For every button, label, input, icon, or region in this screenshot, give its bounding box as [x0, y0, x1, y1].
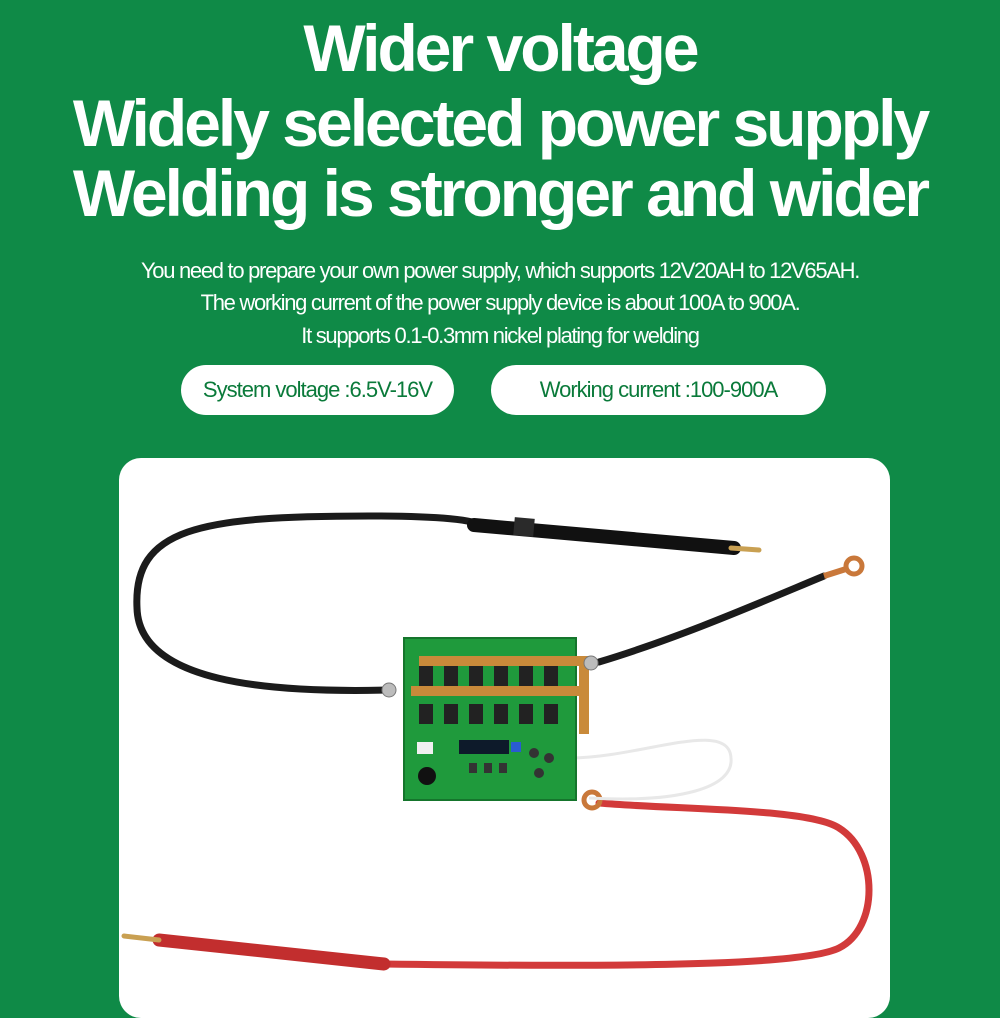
mosfet-row-top: [419, 666, 558, 686]
black-pen-ring: [513, 517, 535, 537]
black-pen-handle: [467, 518, 741, 555]
red-lead-cable: [380, 799, 873, 969]
description-line-1: You need to prepare your own power suppl…: [140, 258, 860, 283]
black-terminal-cable: [595, 572, 828, 666]
description-line-2: The working current of the power supply …: [200, 290, 801, 315]
current-spec-badge: Working current :100-900A: [491, 365, 826, 415]
black-lead-cable: [133, 512, 483, 694]
potentiometer: [511, 742, 521, 752]
connector-white: [417, 742, 433, 754]
voltage-spec-badge: System voltage :6.5V-16V: [181, 365, 454, 415]
red-terminal-ring: [581, 789, 603, 811]
copper-bus-bar-vertical: [579, 656, 589, 734]
led-display: [459, 740, 509, 754]
copper-bus-bar-top: [419, 656, 589, 666]
terminal-bolt-right: [583, 655, 599, 671]
copper-bus-bar-mid: [411, 686, 589, 696]
red-pen-tip: [121, 933, 162, 943]
description-line-3: It supports 0.1-0.3mm nickel plating for…: [301, 323, 700, 348]
mosfet-row-bottom: [419, 704, 558, 724]
signal-wire: [570, 738, 733, 801]
spot-welder-board-with-leads-icon: [121, 512, 873, 971]
push-buttons: [469, 763, 507, 773]
black-pen-tip: [728, 545, 762, 553]
headline-line-3: Welding is stronger and wider: [72, 156, 930, 230]
terminal-bolt-left: [381, 682, 397, 698]
red-pen-handle: [152, 933, 391, 971]
headline-line-2: Widely selected power supply: [72, 86, 930, 160]
headline-line-1: Wider voltage: [303, 11, 699, 85]
capacitors: [529, 748, 554, 778]
product-image-panel: [119, 458, 890, 1018]
black-terminal-ring: [843, 555, 865, 577]
buzzer: [418, 767, 436, 785]
